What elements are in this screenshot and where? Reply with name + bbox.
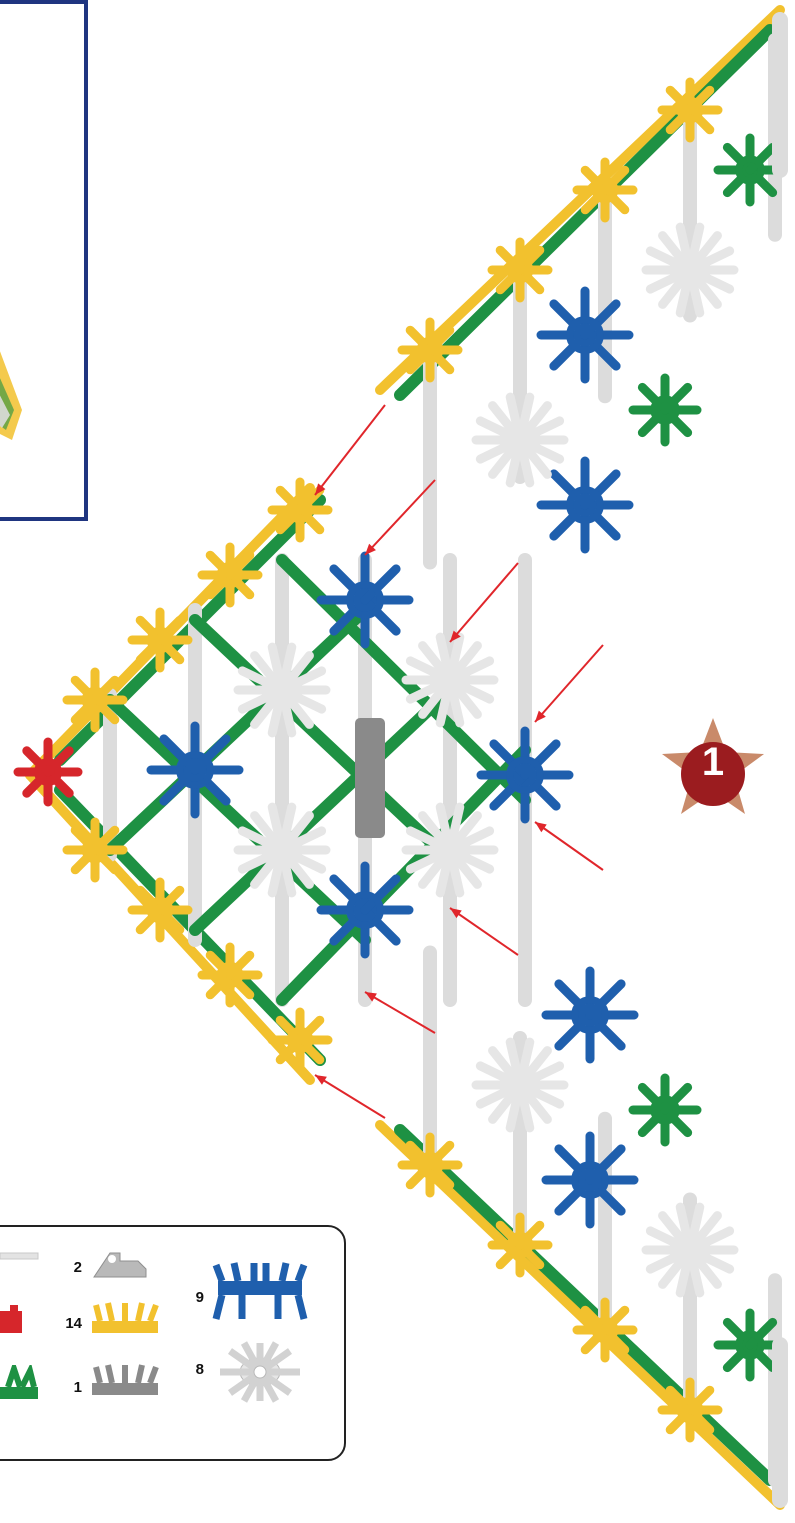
yellow-connector-icon [90, 1301, 160, 1337]
rod [282, 750, 525, 1000]
yellow-connector [577, 1302, 633, 1358]
blue-hub [546, 971, 634, 1059]
assembly-arrow [315, 1075, 385, 1118]
assembly-arrowhead [315, 1075, 327, 1085]
assembly-arrow [535, 822, 603, 870]
yellow-connector [132, 612, 188, 668]
blue-hub-connector-icon [212, 1261, 308, 1323]
parts-list-panel: 2 14 1 9 8 [0, 1225, 346, 1461]
red-connector-icon [0, 1305, 26, 1339]
part-count: 14 [58, 1315, 82, 1332]
white-hub-connector-icon [214, 1339, 306, 1405]
assembly-arrow [450, 563, 518, 642]
yellow-connector [202, 547, 258, 603]
yellow-connector [402, 322, 458, 378]
assembly-arrowhead [535, 822, 547, 832]
light-gray-clip-icon [90, 1247, 150, 1281]
assembly-arrow [315, 405, 385, 495]
green-connector-icon [0, 1365, 40, 1403]
rod [30, 775, 310, 1080]
green-connector [633, 1078, 697, 1142]
part-count: 1 [58, 1379, 82, 1396]
yellow-connector [662, 82, 718, 138]
red-corner-connector [18, 742, 78, 802]
yellow-connector [492, 242, 548, 298]
yellow-connector [67, 822, 123, 878]
yellow-connector [67, 672, 123, 728]
yellow-connector [202, 947, 258, 1003]
yellow-connector [492, 1217, 548, 1273]
blue-hub [321, 556, 409, 644]
yellow-connector [402, 1137, 458, 1193]
yellow-connector [132, 882, 188, 938]
green-connector [633, 378, 697, 442]
blue-hub [481, 731, 569, 819]
step-number: 1 [673, 732, 753, 792]
part-count: 9 [180, 1289, 204, 1306]
assembly-arrow [450, 908, 518, 955]
part-count: 8 [180, 1361, 204, 1378]
yellow-connector [577, 162, 633, 218]
part-count: 2 [58, 1259, 82, 1276]
blue-hub [541, 461, 629, 549]
yellow-connector [662, 1382, 718, 1438]
blue-hub [151, 726, 239, 814]
blue-hub [321, 866, 409, 954]
yellow-connector [272, 1012, 328, 1068]
assembly-arrow [535, 645, 603, 722]
white-rod-icon [0, 1249, 40, 1263]
dark-gray-connector-icon [90, 1361, 160, 1399]
gray-connector [355, 718, 385, 838]
blue-hub [546, 1136, 634, 1224]
blue-hub [541, 291, 629, 379]
